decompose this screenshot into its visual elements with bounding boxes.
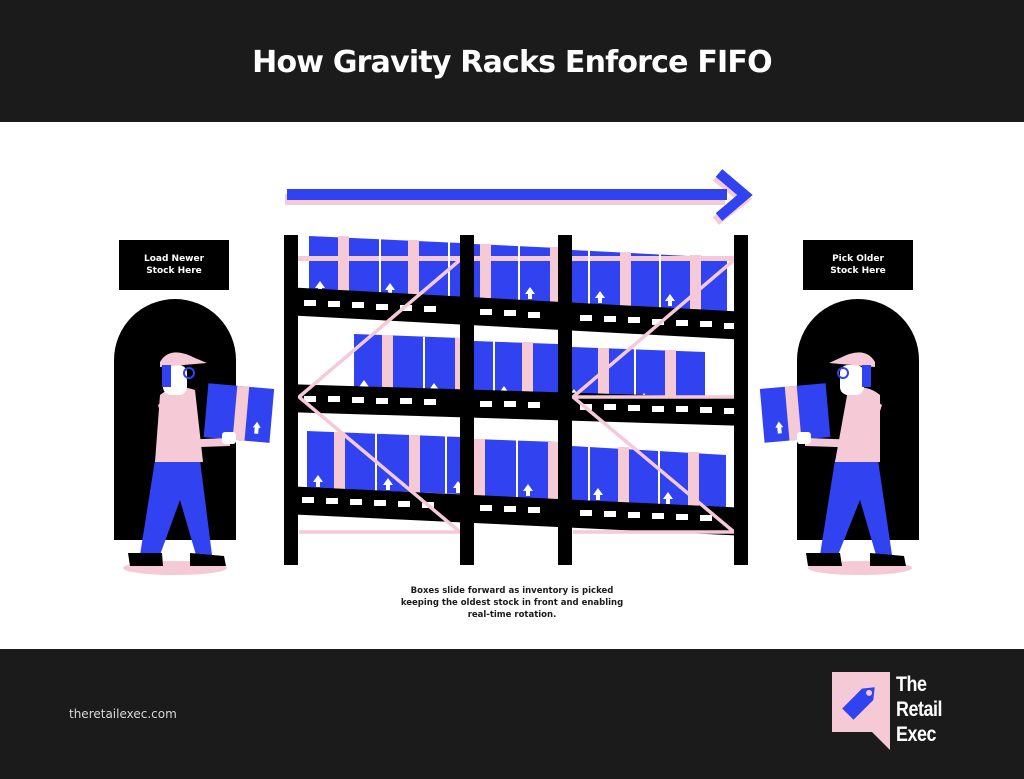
diagram-caption: Boxes slide forward as inventory is pick…	[362, 585, 662, 621]
sign-line: Load Newer	[143, 254, 205, 264]
brand-line: Retail	[896, 698, 943, 721]
rack-braces	[296, 258, 736, 534]
sign-line: Stock Here	[830, 266, 886, 276]
pick-older-stock-sign: Pick Older Stock Here	[803, 240, 913, 290]
sign-line: Pick Older	[832, 254, 884, 264]
right-arrow-icon	[285, 169, 753, 225]
brand-line: The	[896, 673, 927, 696]
header-banner: How Gravity Racks Enforce FIFO	[0, 0, 1024, 122]
caption-line: keeping the oldest stock in front and en…	[400, 598, 624, 608]
brand-logo[interactable]: The Retail Exec	[832, 672, 972, 762]
load-newer-stock-sign: Load Newer Stock Here	[119, 240, 229, 290]
rack-posts	[284, 235, 748, 565]
gravity-rack-illustration	[114, 169, 919, 575]
sign-line: Stock Here	[146, 266, 202, 276]
price-tag-icon	[832, 672, 890, 750]
footer: theretailexec.com The Retail Exec	[0, 649, 1024, 779]
page-title: How Gravity Racks Enforce FIFO	[252, 44, 772, 80]
brand-name: The Retail Exec	[896, 672, 942, 747]
caption-line: Boxes slide forward as inventory is pick…	[410, 586, 614, 596]
left-worker-icon	[123, 352, 275, 575]
diagram-area: Load Newer Stock Here Pick Older Stock H…	[0, 122, 1024, 649]
brand-line: Exec	[896, 723, 936, 746]
rack-shelves	[284, 287, 748, 536]
rack-boxes	[298, 236, 734, 514]
right-worker-icon	[759, 352, 912, 575]
site-url[interactable]: theretailexec.com	[69, 707, 177, 721]
caption-line: real-time rotation.	[467, 610, 557, 620]
